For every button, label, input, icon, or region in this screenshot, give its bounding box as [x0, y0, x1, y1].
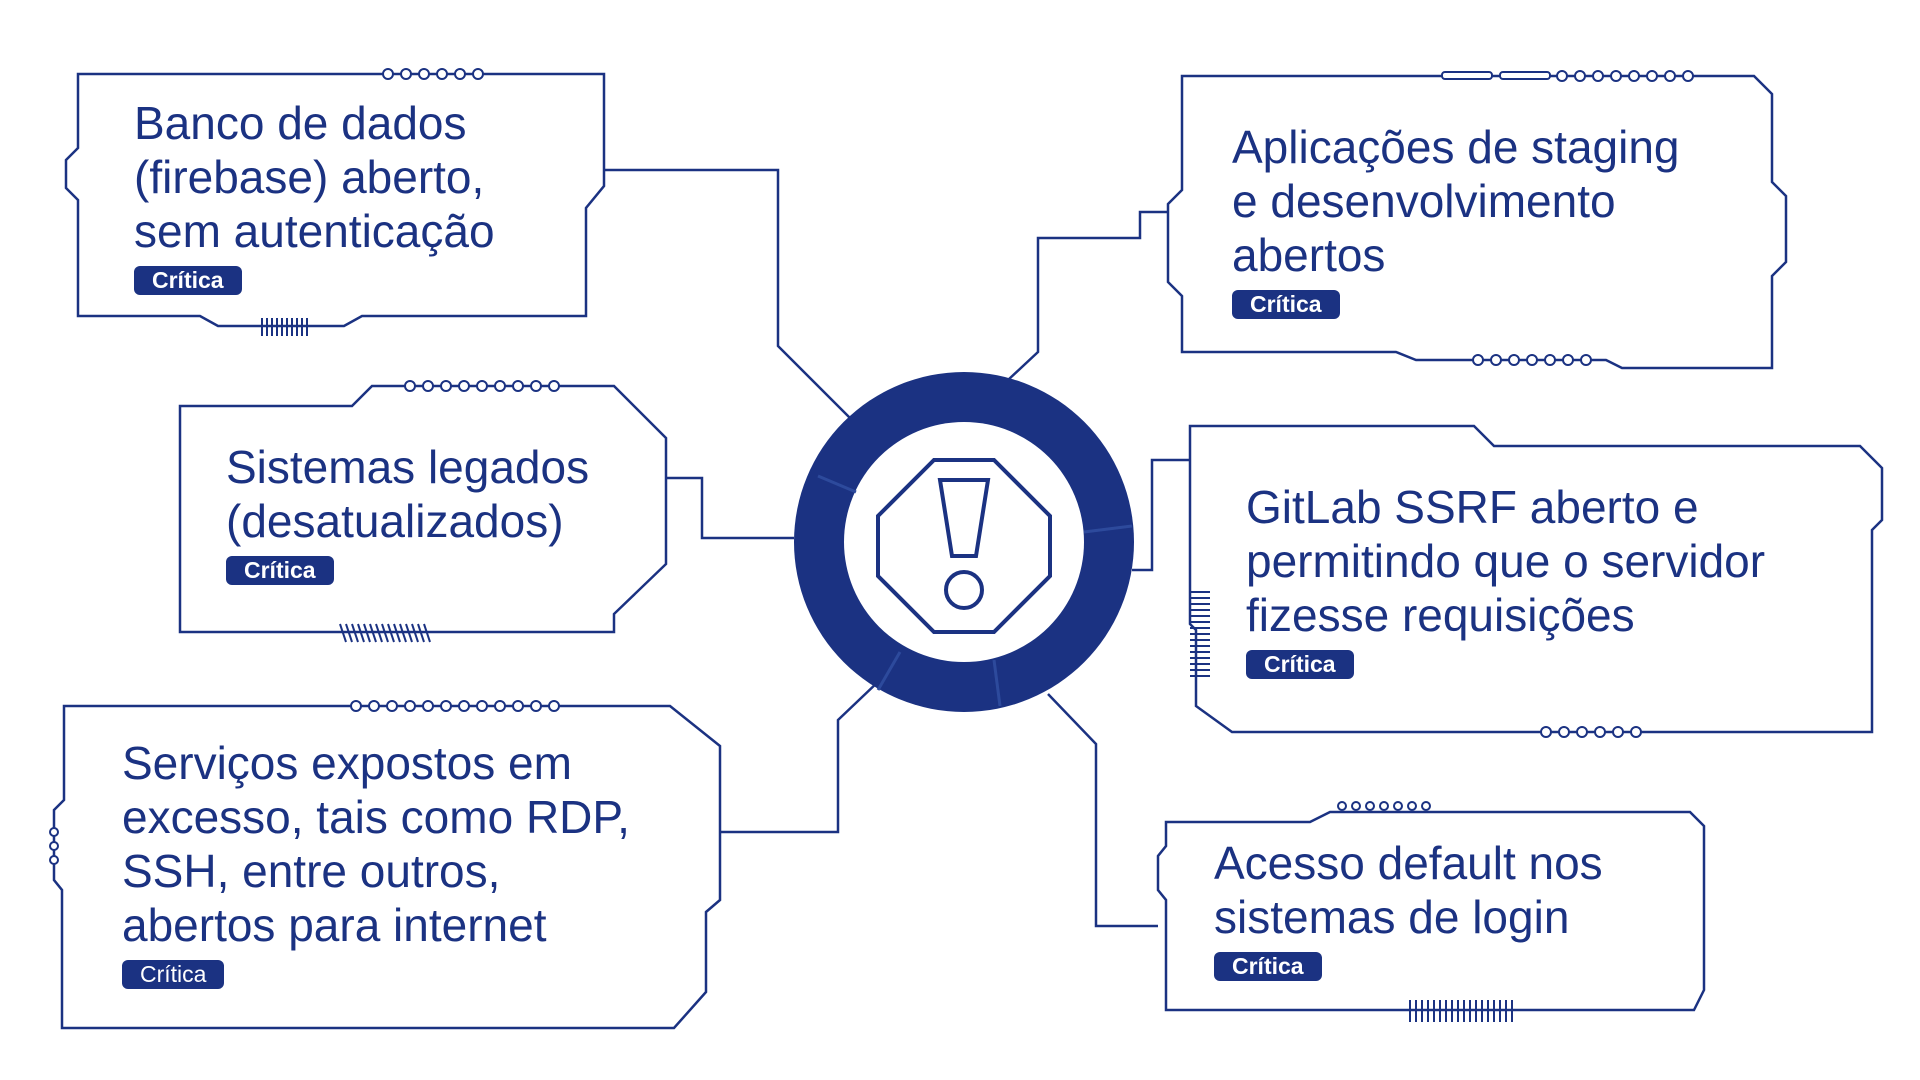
dots-gitlab — [1540, 726, 1642, 738]
node-title: GitLab SSRF aberto e permitindo que o se… — [1246, 481, 1766, 641]
connector-banco — [604, 168, 851, 419]
connector-staging — [1007, 210, 1168, 381]
frame-banco — [64, 72, 606, 328]
node-servicos-expostos: Serviços expostos em excesso, tais como … — [122, 736, 630, 989]
dots-banco — [382, 68, 484, 80]
warning-octagon-icon — [876, 458, 1052, 634]
connector-legados — [666, 476, 794, 540]
frame-servicos — [52, 704, 722, 1030]
frame-acesso — [1156, 810, 1706, 1012]
node-title: Acesso default nos sistemas de login — [1214, 837, 1603, 943]
dots-servicos — [49, 700, 560, 865]
severity-badge: Crítica — [1214, 952, 1322, 981]
dots-staging — [1441, 70, 1694, 366]
center-warning — [794, 372, 1134, 712]
severity-badge: Crítica — [1246, 650, 1354, 679]
node-title: Serviços expostos em excesso, tais como … — [122, 737, 630, 951]
node-title: Banco de dados (firebase) aberto, sem au… — [134, 97, 495, 257]
connector-acesso — [1047, 693, 1158, 928]
severity-badge: Crítica — [226, 556, 334, 585]
frame-staging — [1166, 74, 1788, 370]
node-gitlab-ssrf: GitLab SSRF aberto e permitindo que o se… — [1246, 480, 1765, 679]
dots-acesso — [1337, 801, 1431, 811]
node-title: Sistemas legados (desatualizados) — [226, 441, 590, 547]
severity-badge: Crítica — [122, 960, 225, 989]
node-aplicacoes-staging: Aplicações de staging e desenvolvimento … — [1232, 120, 1680, 319]
dots-legados — [404, 380, 560, 392]
node-acesso-default: Acesso default nos sistemas de login Crí… — [1214, 836, 1603, 981]
barcode-acesso — [1409, 1000, 1513, 1022]
frame-gitlab — [1188, 424, 1884, 734]
barcode-gitlab — [1190, 591, 1210, 677]
connector-gitlab — [1132, 458, 1190, 572]
node-sistemas-legados: Sistemas legados (desatualizados) Crític… — [226, 440, 589, 585]
node-title: Aplicações de staging e desenvolvimento … — [1232, 121, 1680, 281]
barcode-banco — [261, 318, 308, 336]
node-banco-de-dados: Banco de dados (firebase) aberto, sem au… — [134, 96, 495, 295]
severity-badge: Crítica — [1232, 290, 1340, 319]
severity-badge: Crítica — [134, 266, 242, 295]
barcode-legados — [339, 623, 431, 643]
connector-servicos — [720, 679, 881, 834]
